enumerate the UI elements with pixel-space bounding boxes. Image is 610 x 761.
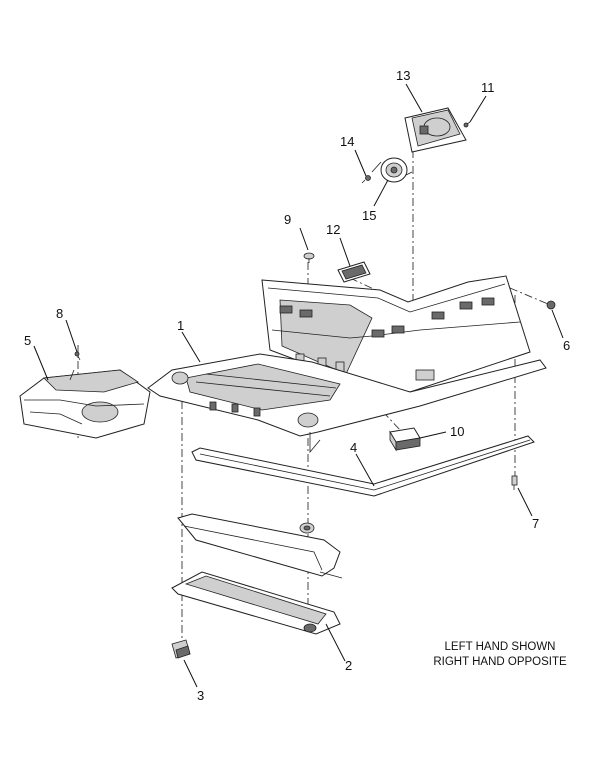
callout-15: 15 <box>362 208 376 223</box>
leader-lines <box>33 83 564 688</box>
callout-7: 7 <box>532 516 539 531</box>
orientation-note: LEFT HAND SHOWN RIGHT HAND OPPOSITE <box>433 641 567 668</box>
part-4-sill-strip <box>191 435 535 497</box>
callout-1: 1 <box>177 318 184 333</box>
callout-13: 13 <box>396 68 410 83</box>
note-line-2: RIGHT HAND OPPOSITE <box>433 656 567 668</box>
part-15-speaker <box>371 157 413 183</box>
part-3-clip <box>171 639 191 659</box>
part-5-storage-bin <box>19 369 151 439</box>
callout-3: 3 <box>197 688 204 703</box>
part-6-nut <box>546 300 556 310</box>
part-7-pin <box>511 475 518 490</box>
part-14-screw <box>361 175 371 184</box>
part-12-pad <box>337 261 371 283</box>
part-8-screw <box>74 351 81 361</box>
floor-cover-upper <box>177 513 343 579</box>
note-line-1: LEFT HAND SHOWN <box>445 641 556 653</box>
callout-14: 14 <box>340 134 354 149</box>
part-10-block <box>389 427 421 452</box>
callout-4: 4 <box>350 440 357 455</box>
part-1-trim-panel <box>147 275 547 454</box>
callout-2: 2 <box>345 658 352 673</box>
part-13-bracket <box>404 107 467 153</box>
callout-6: 6 <box>563 338 570 353</box>
callout-5: 5 <box>24 333 31 348</box>
callout-10: 10 <box>450 424 464 439</box>
callout-12: 12 <box>326 222 340 237</box>
part-11-screw <box>463 121 471 128</box>
part-9-clip <box>303 252 315 263</box>
part-2-floor-cover <box>171 571 341 635</box>
callout-9: 9 <box>284 212 291 227</box>
floor-cover-clip <box>299 522 315 534</box>
callout-labels: 1 2 3 4 5 6 7 8 9 10 11 12 13 14 15 <box>24 68 570 703</box>
callout-8: 8 <box>56 306 63 321</box>
callout-11: 11 <box>481 80 495 95</box>
